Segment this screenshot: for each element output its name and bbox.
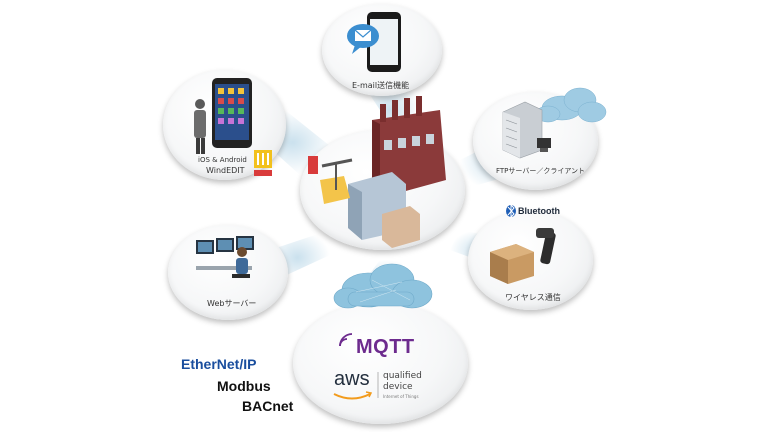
- node-app-label-1: iOS & Android: [198, 156, 247, 164]
- node-ftp-label: FTPサーバー／クライアント: [496, 167, 586, 175]
- aws-small-label: Internet of Things: [383, 394, 419, 399]
- node-cloud-services: [293, 302, 468, 424]
- aws-qualified-label-2: device: [383, 382, 413, 392]
- bluetooth-label: Bluetooth: [518, 206, 560, 216]
- aws-qualified-label-1: qualified: [383, 371, 422, 381]
- ethernet-ip-label: EtherNet/IP: [181, 356, 257, 372]
- node-email-label: E-mail送信機能: [352, 81, 410, 90]
- node-wireless-label: ワイヤレス通信: [505, 293, 561, 302]
- modbus-label: Modbus: [217, 378, 271, 394]
- aws-label: aws: [334, 368, 370, 390]
- mqtt-label: MQTT: [356, 336, 415, 358]
- bacnet-label: BACnet: [242, 398, 294, 414]
- node-web-label: Webサーバー: [207, 299, 257, 308]
- node-app-label-2: WindEDIT: [206, 166, 245, 175]
